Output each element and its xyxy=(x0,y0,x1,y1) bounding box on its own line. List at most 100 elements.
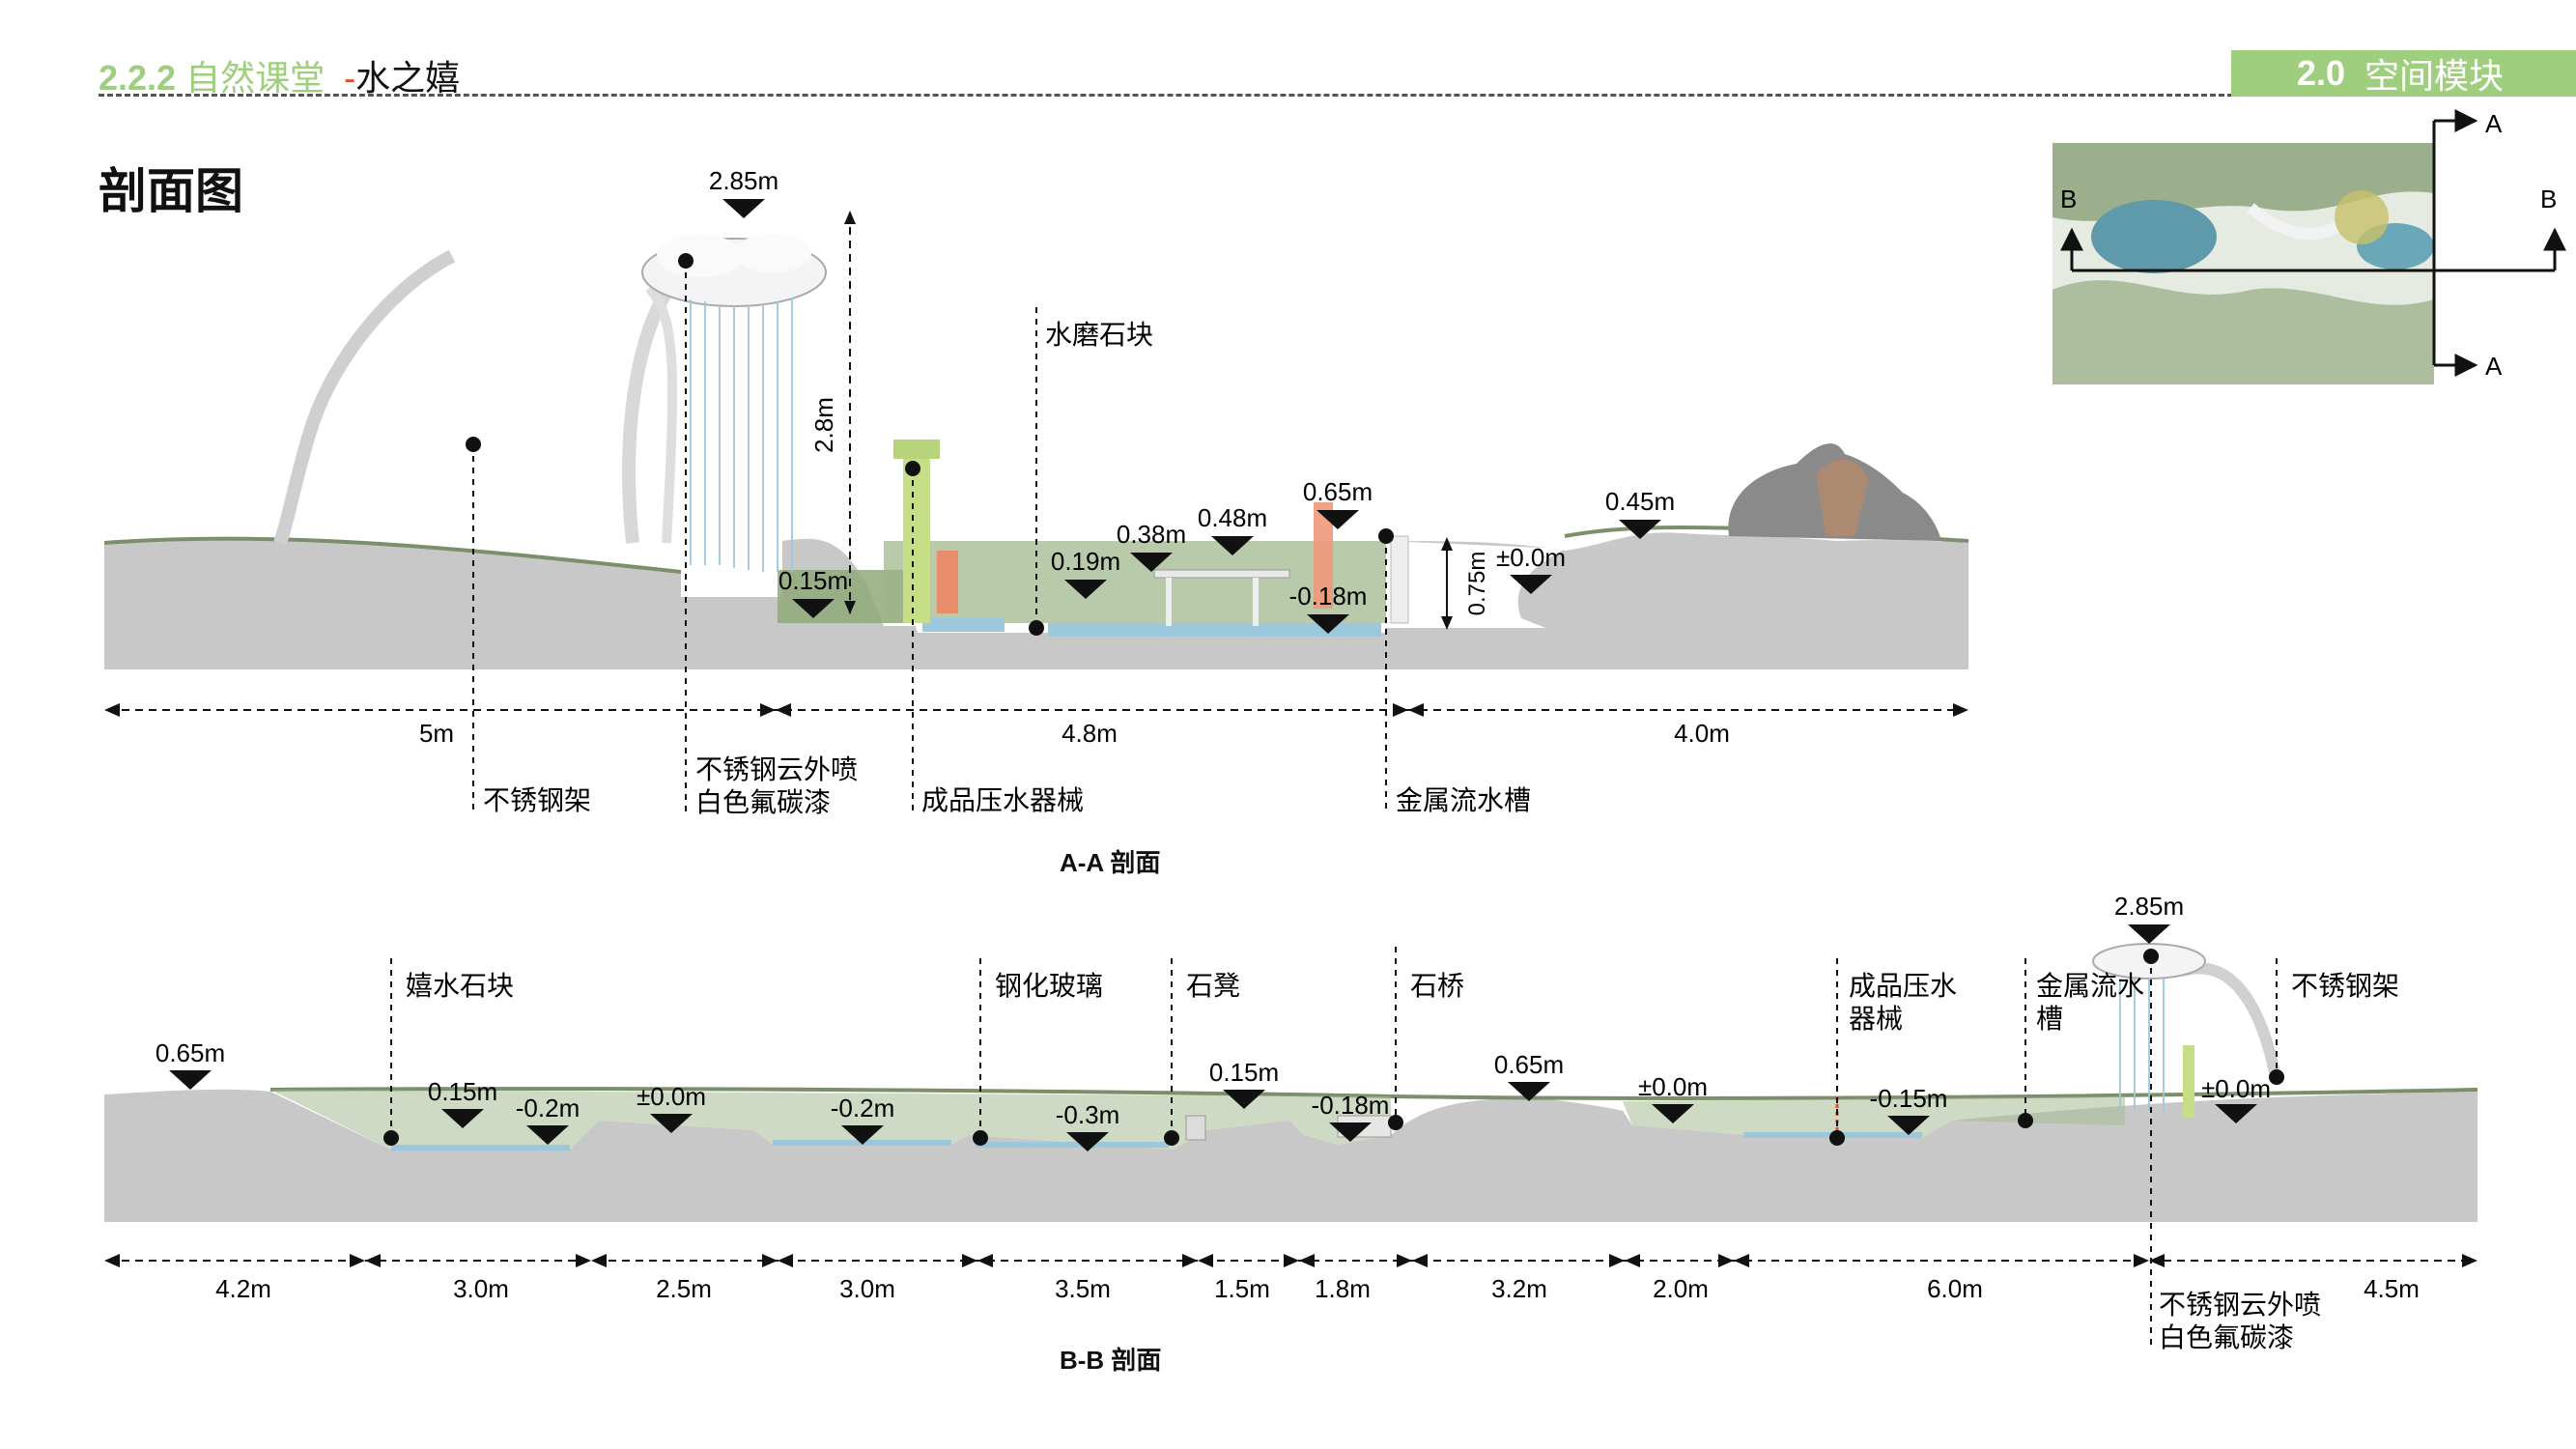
svg-text:0.15m: 0.15m xyxy=(428,1077,497,1106)
svg-text:±0.0m: ±0.0m xyxy=(1638,1072,1708,1101)
aa-marker-0.48: 0.48m xyxy=(1198,503,1267,555)
chapter-label: 空间模块 xyxy=(2364,56,2505,96)
bb-callout-channel: 金属流水 xyxy=(2036,971,2144,1001)
svg-text:-0.18m: -0.18m xyxy=(1312,1091,1390,1120)
key-plan-label-a-bottom: A xyxy=(2485,352,2503,381)
aa-frame-leg-1 xyxy=(273,249,456,546)
bb-span-arrows xyxy=(104,1254,2477,1267)
bb-green-pump xyxy=(2183,1045,2194,1118)
aa-pool-edge xyxy=(1386,541,1565,628)
section-number: 2.2.2 xyxy=(99,58,177,98)
bb-callout-cloud-paint: 白色氟碳漆 xyxy=(2159,1322,2294,1352)
aa-marker-0.15: 0.15m xyxy=(778,566,848,618)
bb-callout-pump-2: 器械 xyxy=(1849,1004,1903,1034)
bb-span-3.0: 3.0m xyxy=(453,1274,509,1303)
bb-leaders xyxy=(390,947,2278,1348)
aa-boulder-warm xyxy=(1816,459,1869,536)
aa-marker-0.45: 0.45m xyxy=(1605,487,1675,539)
bb-stone-bench xyxy=(1185,1115,1206,1141)
aa-marker-0.38: 0.38m xyxy=(1117,520,1186,572)
caption-aa: A-A 剖面 xyxy=(1060,848,1161,877)
svg-text:0.45m: 0.45m xyxy=(1605,487,1675,516)
bb-marker-0.65: 0.65m xyxy=(156,1038,225,1090)
bb-annotations: 0.65m 0.15m -0.2m ±0.0m -0.2m -0.3m 0.15… xyxy=(104,892,2477,1352)
bb-span-3.2: 3.2m xyxy=(1491,1274,1547,1303)
bb-span-1.5: 1.5m xyxy=(1214,1274,1270,1303)
bb-span-3.0-2: 3.0m xyxy=(839,1274,895,1303)
key-plan-path xyxy=(2247,203,2340,240)
header-divider xyxy=(99,94,2233,97)
aa-annotations: 2.85m 0.15m 0.19m 0.38m 0.48m 0.65m -0.1… xyxy=(104,166,1968,817)
key-plan-label-b-right: B xyxy=(2540,185,2557,213)
svg-text:±0.0m: ±0.0m xyxy=(1496,543,1566,572)
svg-text:-0.2m: -0.2m xyxy=(516,1094,580,1122)
aa-leaders xyxy=(472,261,1387,811)
aa-green-pump-cap xyxy=(893,440,940,459)
bb-span-2.5: 2.5m xyxy=(656,1274,712,1303)
aa-metal-channel xyxy=(1390,535,1409,624)
aa-vdim-arrow xyxy=(844,211,856,224)
aa-callout-frame: 不锈钢架 xyxy=(483,785,591,815)
svg-text:0.65m: 0.65m xyxy=(156,1038,225,1067)
svg-text:2.85m: 2.85m xyxy=(2114,892,2184,921)
bb-callout-bridge: 石桥 xyxy=(1410,971,1464,1001)
svg-text:0.19m: 0.19m xyxy=(1051,547,1120,576)
svg-text:±0.0m: ±0.0m xyxy=(2201,1074,2271,1103)
aa-cloud-puff xyxy=(734,234,811,272)
bb-callout-cloud: 不锈钢云外喷 xyxy=(2159,1290,2321,1320)
subsection-name: 水之嬉 xyxy=(355,58,461,98)
aa-vdim-arrow xyxy=(1441,537,1453,551)
aa-vdim-0.75-label: 0.75m xyxy=(1464,552,1490,616)
bb-marker-0.65-2: 0.65m xyxy=(1494,1050,1564,1101)
bb-callout-frame: 不锈钢架 xyxy=(2291,971,2399,1001)
aa-hedge-left xyxy=(778,570,903,623)
svg-text:0.65m: 0.65m xyxy=(1303,477,1373,506)
aa-leader-dots xyxy=(466,253,1394,636)
bb-marker-minus0.2-2: -0.2m xyxy=(831,1094,894,1145)
bb-span-6.0: 6.0m xyxy=(1927,1274,1983,1303)
bb-marker-0.15: 0.15m xyxy=(428,1077,497,1128)
aa-callout-cloud: 不锈钢云外喷 xyxy=(695,754,858,784)
svg-text:-0.2m: -0.2m xyxy=(831,1094,894,1122)
bb-span-2.0: 2.0m xyxy=(1653,1274,1709,1303)
aa-span-arrows xyxy=(104,703,1968,717)
aa-vdim-arrow xyxy=(1441,616,1453,630)
bb-span-1.8: 1.8m xyxy=(1315,1274,1371,1303)
svg-text:-0.18m: -0.18m xyxy=(1289,582,1368,611)
aa-water-spray xyxy=(690,298,793,572)
bb-marker-2.85: 2.85m xyxy=(2114,892,2184,944)
svg-text:0.65m: 0.65m xyxy=(1494,1050,1564,1079)
aa-frame-leg-3 xyxy=(645,284,678,544)
aa-pavilion-roof xyxy=(1153,569,1290,579)
bb-leader-dots xyxy=(383,949,2284,1146)
bb-callout-pump: 成品压水 xyxy=(1849,971,1957,1001)
aa-cloud-puff xyxy=(657,235,744,277)
bb-grass-line xyxy=(269,1087,2478,1101)
svg-text:0.15m: 0.15m xyxy=(778,566,848,595)
aa-callout-channel: 金属流水槽 xyxy=(1396,785,1531,815)
bb-frame xyxy=(2181,962,2280,1074)
aa-red-pump xyxy=(937,551,958,613)
bb-ground xyxy=(104,1089,2477,1222)
bb-marker-minus0.18: -0.18m xyxy=(1312,1091,1390,1142)
bb-marker-pm0-1: ±0.0m xyxy=(637,1082,706,1133)
aa-callout-terrazzo: 水磨石块 xyxy=(1045,320,1153,350)
section-heading: 2.2.2 自然课堂 -水之嬉 xyxy=(99,50,460,100)
chapter-number: 2.0 xyxy=(2297,53,2346,93)
key-plan-label-a-top: A xyxy=(2485,109,2503,138)
svg-text:±0.0m: ±0.0m xyxy=(637,1082,706,1111)
aa-callout-cloud-paint: 白色氟碳漆 xyxy=(695,787,831,817)
bb-water-spray xyxy=(2119,979,2165,1111)
bb-marker-0.15-2: 0.15m xyxy=(1209,1058,1279,1109)
page-title: 剖面图 xyxy=(99,164,243,218)
svg-text:-0.3m: -0.3m xyxy=(1056,1100,1119,1129)
aa-span-4.8m: 4.8m xyxy=(1062,719,1118,748)
bb-planting-east xyxy=(1623,1096,2125,1138)
aa-vdim-arrow xyxy=(844,601,856,614)
bb-marker-pm0-2: ±0.0m xyxy=(1638,1072,1708,1123)
bb-callout-stones: 嬉水石块 xyxy=(406,971,514,1001)
bb-marker-minus0.3: -0.3m xyxy=(1056,1100,1119,1151)
aa-red-pump-2 xyxy=(1314,502,1333,609)
bb-span-4.5: 4.5m xyxy=(2364,1274,2420,1303)
svg-text:0.38m: 0.38m xyxy=(1117,520,1186,549)
